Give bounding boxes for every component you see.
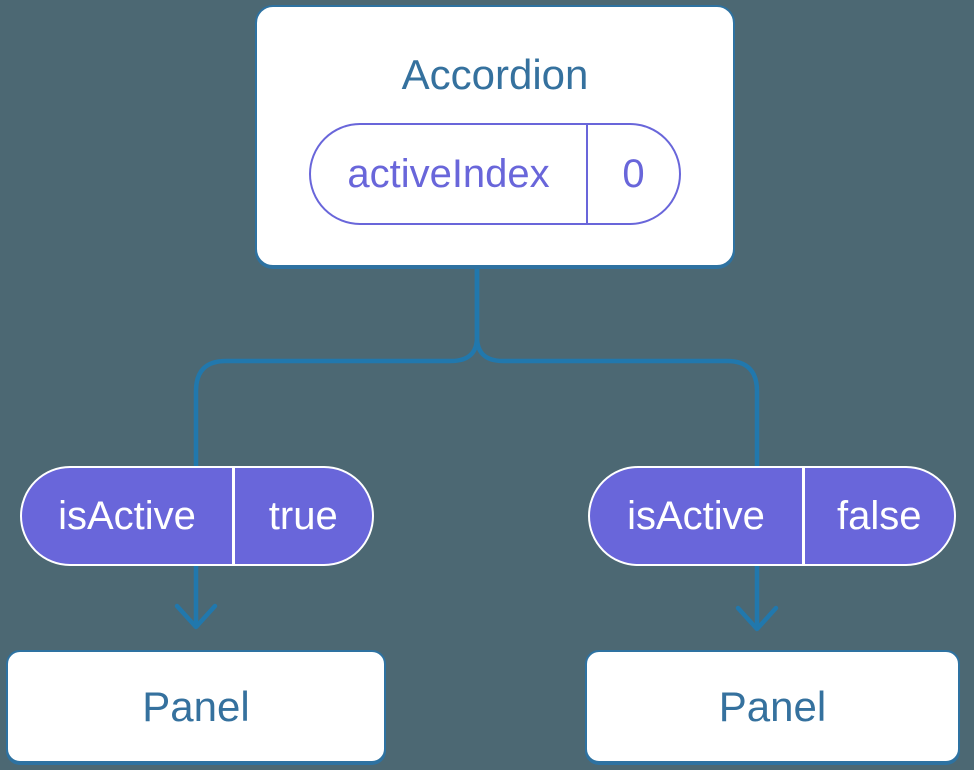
prop-pill-isactive-false: isActive false (588, 466, 956, 566)
component-title: Accordion (401, 51, 589, 98)
arrow-down-icon (735, 605, 779, 632)
prop-name: isActive (627, 493, 765, 538)
panel-component-card-left: Panel (6, 650, 386, 763)
pill-divider (232, 468, 235, 564)
state-value: 0 (622, 151, 645, 196)
branch-line-right (474, 266, 760, 626)
arrow-down-icon (174, 603, 218, 630)
prop-value: false (837, 493, 922, 538)
pill-divider (586, 125, 588, 223)
pill-divider (802, 468, 805, 564)
prop-name: isActive (58, 493, 196, 538)
state-pill: activeIndex 0 (309, 123, 681, 225)
branch-line-left (193, 266, 480, 624)
component-title: Panel (142, 682, 250, 730)
state-name: activeIndex (347, 151, 550, 196)
panel-component-card-right: Panel (585, 650, 960, 763)
component-title: Panel (718, 682, 827, 730)
prop-pill-isactive-true: isActive true (20, 466, 374, 566)
prop-value: true (268, 493, 338, 538)
accordion-component-card: Accordion activeIndex 0 (255, 5, 735, 267)
